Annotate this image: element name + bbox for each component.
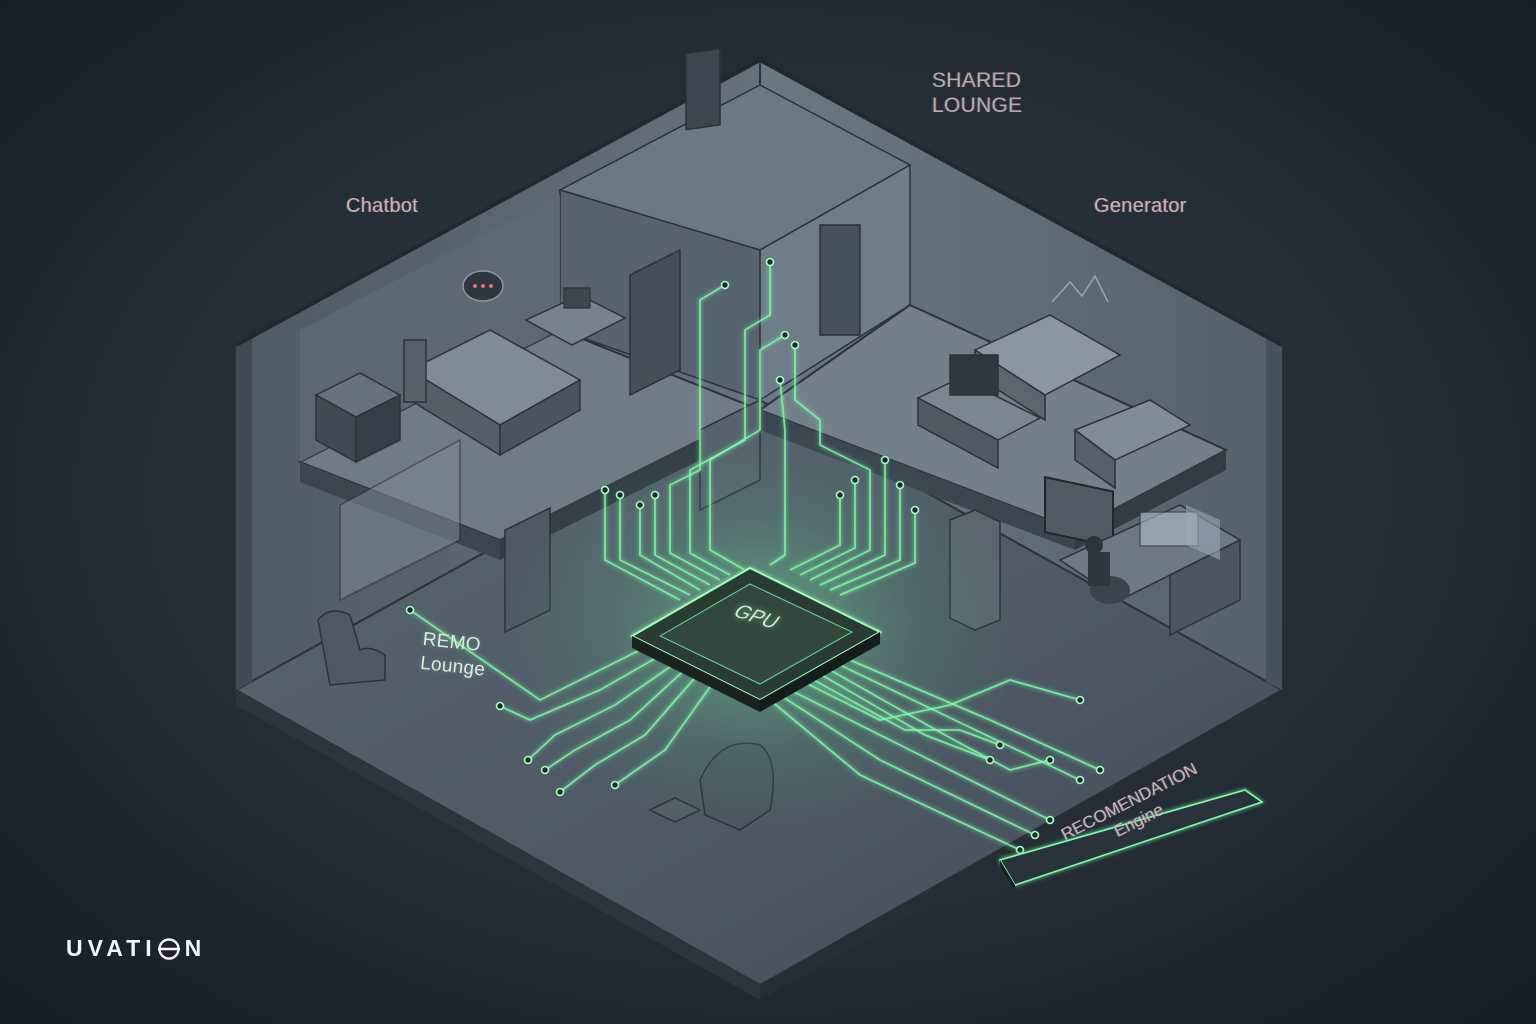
shared-lounge-label: SHARED LOUNGE (932, 68, 1052, 118)
generator-label: Generator (1094, 195, 1187, 217)
circuit-traces (409, 262, 1101, 851)
circuit-nodes (405, 257, 1105, 855)
brand-prefix: UVATI (66, 935, 157, 961)
gpu-chip (629, 566, 883, 712)
shared-lounge-label-line2: LOUNGE (932, 94, 1023, 117)
chatbot-label: Chatbot (346, 195, 419, 217)
o-ring-icon (157, 937, 180, 960)
brand-suffix: N (184, 935, 207, 961)
brand-logo: UVATI N (66, 935, 206, 962)
recommendation-engine-panel (998, 789, 1264, 892)
shared-lounge-label-line1: SHARED (932, 69, 1022, 92)
